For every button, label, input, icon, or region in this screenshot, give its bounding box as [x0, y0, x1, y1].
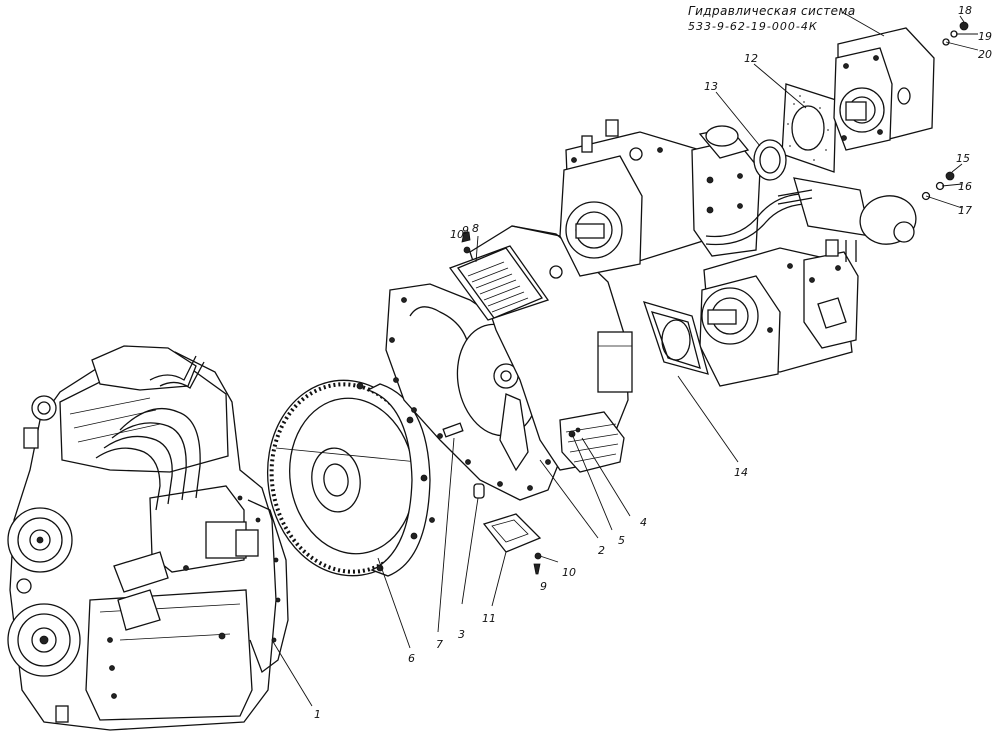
small-parts [461, 231, 542, 575]
gaskets [642, 83, 837, 375]
bolt-9a [461, 231, 471, 243]
callout-15: 15 [956, 152, 970, 165]
bushing-3 [473, 483, 485, 499]
callout-3: 3 [458, 628, 465, 641]
callout-17: 17 [958, 204, 972, 217]
drawing-code: 533-9-62-19-000-4К [688, 20, 818, 33]
leader-lines [271, 11, 979, 707]
gasket-12 [781, 83, 837, 173]
washer-10a [463, 246, 471, 254]
callout-1: 1 [314, 708, 321, 721]
callout-8: 8 [472, 222, 479, 235]
fasteners-15-17 [921, 171, 955, 201]
system-title: Гидравлическая система [688, 4, 856, 18]
hydraulic-pump-lower [699, 177, 917, 387]
callout-16: 16 [958, 180, 972, 193]
gear-pump [833, 21, 969, 151]
bolt-9b [533, 563, 541, 575]
callout-10-top: 10 [450, 228, 464, 241]
callout-9-top: 9 [462, 224, 469, 237]
callout-9-bottom: 9 [540, 580, 547, 593]
callout-18: 18 [958, 4, 972, 17]
callout-20: 20 [978, 48, 992, 61]
callout-12: 12 [744, 52, 758, 65]
callout-11: 11 [482, 612, 496, 625]
callout-6: 6 [408, 652, 415, 665]
callout-14: 14 [734, 466, 748, 479]
callout-2: 2 [598, 544, 605, 557]
hydraulic-pump-upper [559, 119, 805, 277]
callout-7: 7 [436, 638, 443, 651]
flywheel [266, 379, 435, 577]
callout-19: 19 [978, 30, 992, 43]
engine-block [7, 345, 289, 731]
callout-13: 13 [704, 80, 718, 93]
cover-11 [482, 513, 542, 553]
callout-labels: 1 2 3 4 5 6 7 8 9 10 9 10 11 12 13 14 15… [314, 4, 992, 721]
callout-10-bottom: 10 [562, 566, 576, 579]
callout-4: 4 [640, 516, 647, 529]
callout-5: 5 [618, 534, 625, 547]
transmission-housing [448, 225, 633, 473]
